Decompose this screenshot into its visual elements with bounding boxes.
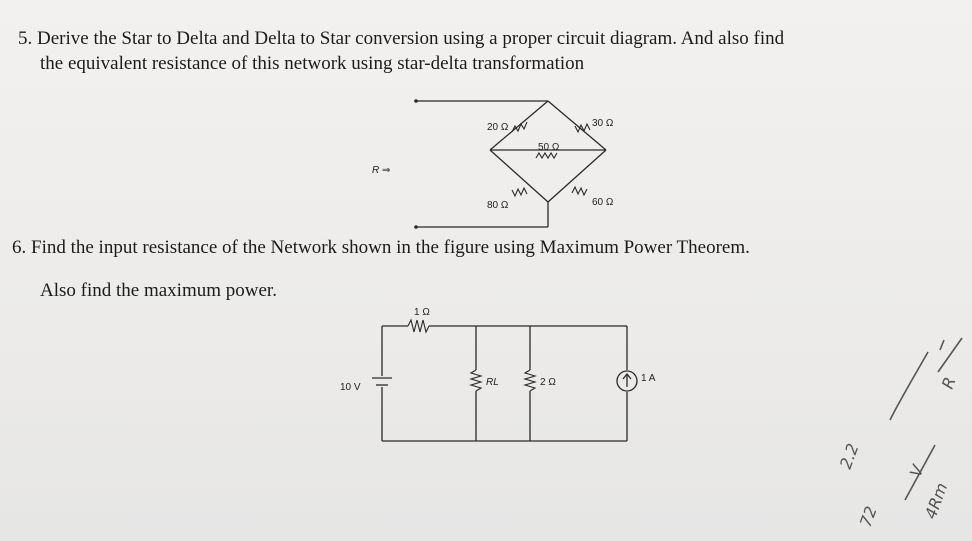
branch-bottom-right <box>547 149 607 203</box>
label-rl: RL <box>486 377 499 388</box>
question-5-line-2: the equivalent resistance of this networ… <box>40 53 585 74</box>
max-power-circuit: 1 Ω 10 V RL 2 Ω 1 A <box>340 307 656 442</box>
handwritten-stroke-3 <box>939 339 945 351</box>
question-5-line-1: 5. Derive the Star to Delta and Delta to… <box>18 28 785 49</box>
resistor-rl-icon <box>469 369 483 392</box>
current-source-icon <box>616 370 638 392</box>
input-resistance-label: R ⇒ <box>372 165 390 176</box>
branch-bottom-left <box>489 149 549 203</box>
handwritten-note-1: 2.2 <box>836 441 863 471</box>
resistor-20-icon <box>511 121 528 133</box>
label-1-ohm: 1 Ω <box>414 307 430 318</box>
handwritten-notes: 2.2 72 4Rm R V <box>836 337 963 530</box>
label-50-ohm: 50 Ω <box>538 142 560 153</box>
bridge-circuit: R ⇒ 20 Ω 30 Ω 50 Ω 80 Ω 60 Ω <box>372 99 614 229</box>
branch-top-right <box>547 100 607 151</box>
question-6-line-1: 6. Find the input resistance of the Netw… <box>12 237 750 258</box>
handwritten-note-4: R <box>938 374 960 391</box>
label-80-ohm: 80 Ω <box>487 200 509 211</box>
label-2-ohm: 2 Ω <box>540 377 556 388</box>
resistor-50-icon <box>535 151 558 160</box>
branch-top-left <box>489 100 549 151</box>
current-arrow-head-icon <box>622 372 632 380</box>
resistor-2-ohm-icon <box>523 369 537 392</box>
label-30-ohm: 30 Ω <box>592 118 614 129</box>
handwritten-stroke-1 <box>889 351 929 421</box>
question-6-line-2: Also find the maximum power. <box>40 280 277 301</box>
handwritten-note-2: 72 <box>856 504 881 530</box>
handwritten-note-3: 4Rm <box>921 480 951 521</box>
handwritten-stroke-4 <box>904 444 936 501</box>
label-60-ohm: 60 Ω <box>592 197 614 208</box>
label-10-volt: 10 V <box>340 382 361 393</box>
resistor-30-icon <box>574 122 591 134</box>
resistor-60-icon <box>571 185 588 197</box>
label-20-ohm: 20 Ω <box>487 122 509 133</box>
resistor-1-ohm-icon <box>407 318 430 334</box>
handwritten-stroke-2 <box>937 337 963 373</box>
resistor-80-icon <box>511 186 528 198</box>
label-1-amp: 1 A <box>641 373 656 384</box>
